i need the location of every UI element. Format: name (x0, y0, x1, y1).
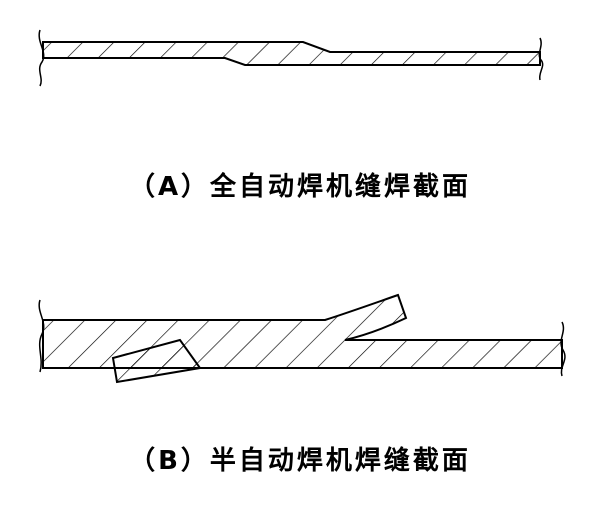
figure-a-right-break-line (538, 37, 544, 81)
figure-b-caption: （B）半自动焊机焊缝截面 (129, 446, 471, 476)
figure-b-lower-plate-end (111, 338, 202, 384)
figure-b-section (38, 293, 566, 384)
figure-b-right-break-line (560, 321, 566, 377)
figure-b-left-break-line (38, 299, 45, 373)
figure-a-caption: （A）全自动焊机缝焊截面 (128, 172, 472, 202)
figure-a-left-break-line (38, 29, 45, 87)
figure-a-upper-plate-lap (42, 41, 541, 66)
figure-a-section (38, 29, 544, 87)
